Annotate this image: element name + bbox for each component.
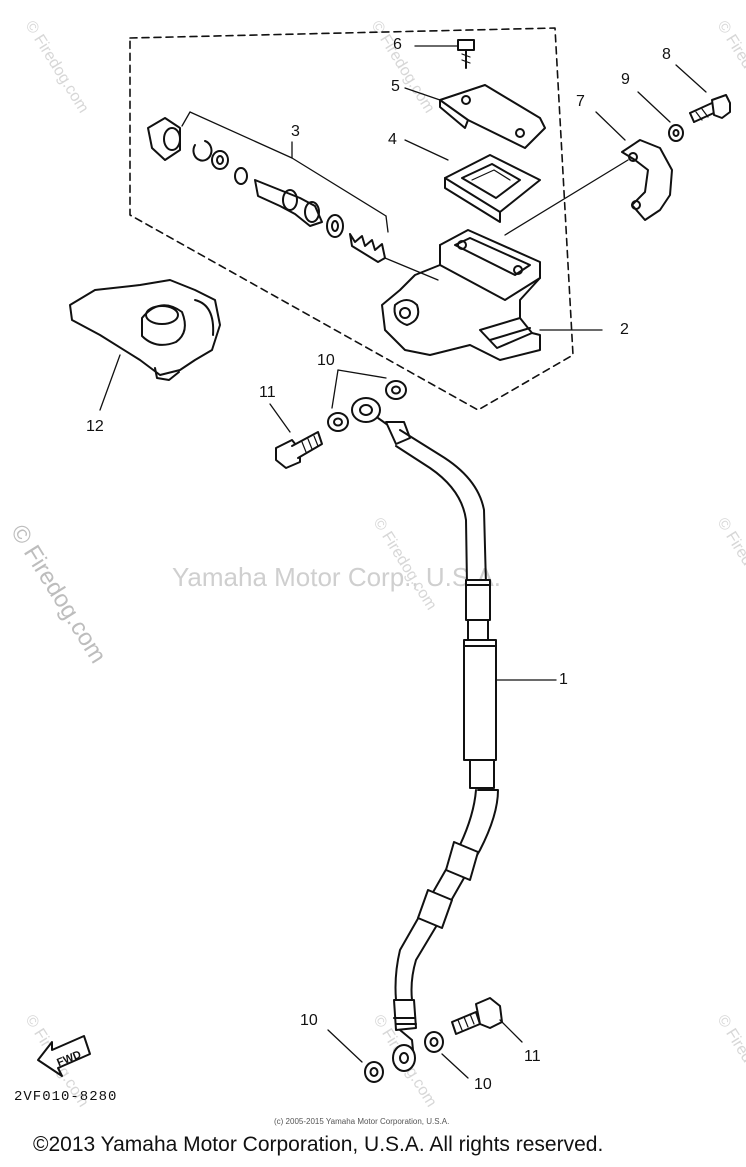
- leader-line: [504, 159, 629, 236]
- callout-9: 9: [621, 71, 630, 88]
- callout-10-lower-right: 10: [474, 1076, 492, 1093]
- callout-11-lower: 11: [524, 1048, 541, 1065]
- master-cylinder-part-2: [381, 229, 603, 361]
- callout-3: 3: [291, 123, 300, 140]
- callout-8: 8: [662, 46, 671, 63]
- callout-10-upper: 10: [317, 352, 335, 369]
- union-bolt-part-11-upper: [269, 403, 323, 469]
- callout-6: 6: [393, 36, 402, 53]
- washer-part-10-lower: [327, 1029, 469, 1083]
- screw-part-6: [414, 39, 475, 69]
- washer-part-9: [637, 91, 684, 142]
- callout-5: 5: [391, 78, 400, 95]
- footer-copyright: ©2013 Yamaha Motor Corporation, U.S.A. A…: [33, 1133, 604, 1156]
- callout-4: 4: [388, 131, 397, 148]
- reservoir-cap-part-5: [404, 84, 546, 149]
- bolt-part-8: [675, 64, 731, 123]
- brake-hose-part-1: [351, 397, 557, 1072]
- lever-cover-part-12: [69, 279, 221, 411]
- fwd-arrow-icon: [37, 1035, 91, 1077]
- callout-11-upper: 11: [259, 384, 276, 401]
- piston-kit-part-3: [147, 111, 439, 281]
- callout-2: 2: [620, 321, 629, 338]
- callout-10-lower-left: 10: [300, 1012, 318, 1029]
- callout-7: 7: [576, 93, 585, 110]
- diaphragm-part-4: [404, 139, 541, 223]
- callout-1: 1: [559, 671, 568, 688]
- union-bolt-part-11-lower: [451, 997, 523, 1043]
- holder-part-7: [595, 111, 673, 221]
- washer-part-10-upper: [327, 369, 407, 432]
- diagram-code: 2VF010-8280: [14, 1089, 118, 1105]
- assembly-dashed-outline: [129, 27, 574, 411]
- small-copyright: (c) 2005-2015 Yamaha Motor Corporation, …: [274, 1117, 450, 1126]
- callout-12: 12: [86, 418, 104, 435]
- watermark-yamaha: Yamaha Motor Corp., U.S.A.: [172, 562, 501, 592]
